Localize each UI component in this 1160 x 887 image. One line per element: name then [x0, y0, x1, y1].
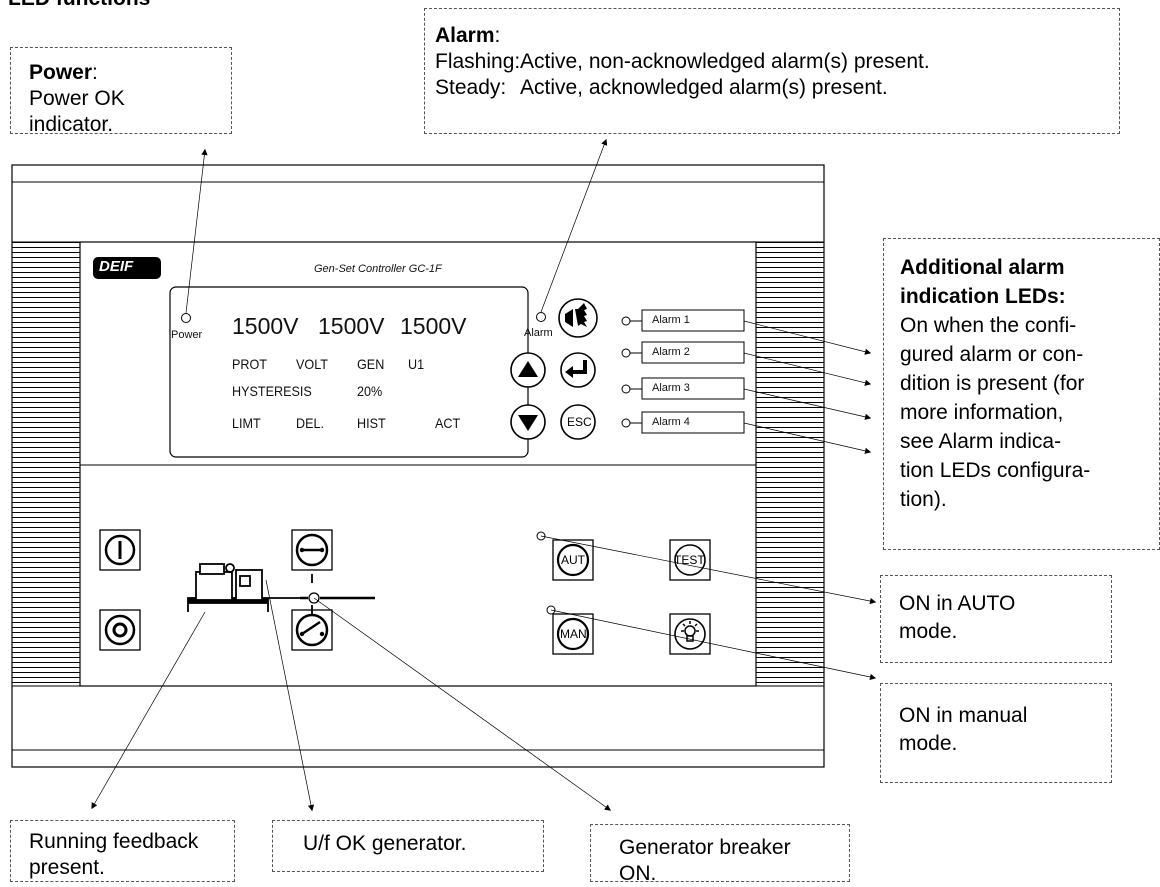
breaker-line-2: ON. [619, 862, 657, 885]
additional-line-3: dition is present (for [900, 372, 1085, 395]
brand-logo [93, 257, 161, 279]
power-callout-title: Power [29, 61, 93, 84]
brand-logo-text: DEIF [99, 258, 134, 275]
esc-button [560, 404, 596, 440]
additional-title-2: indication LEDs: [900, 285, 1066, 308]
model-label: Gen-Set Controller GC-1F [314, 263, 442, 275]
display-line2-b: VOLT [296, 356, 328, 372]
alarm-label-3: Alarm 3 [652, 382, 690, 394]
display-line1-c: 1500V [400, 313, 467, 339]
alarm-led [536, 312, 546, 322]
power-led [181, 313, 191, 323]
display-line1-a: 1500V [232, 313, 299, 339]
display-line2-d: U1 [408, 356, 425, 372]
display-line2-a: PROT [232, 356, 268, 372]
auto-line-1: ON in AUTO [899, 592, 1016, 615]
display-line2-c: GEN [357, 356, 385, 372]
leader-lines [91, 138, 877, 812]
down-arrow-icon [518, 415, 538, 431]
section-title: LED functions [8, 0, 150, 11]
additional-leds-callout: Additional alarm indication LEDs: On whe… [883, 238, 1160, 550]
auto-callout: ON in AUTO mode. [880, 575, 1112, 663]
additional-line-5: see Alarm indica- [900, 430, 1062, 453]
additional-line-4: more information, [900, 401, 1064, 424]
manual-button-label: MAN [560, 627, 587, 641]
uf-line-1: U/f OK generator. [303, 832, 467, 855]
alarm-led-label: Alarm [524, 327, 553, 339]
left-grille [11, 241, 81, 687]
alarm-row2-key: Steady: [435, 76, 507, 99]
running-line-1: Running feedback [29, 830, 199, 853]
manual-line-2: mode. [899, 732, 958, 755]
lamp-icon [681, 621, 699, 642]
display-line4-d: ACT [435, 415, 461, 431]
alarm-row1-value: Active, non-acknowledged alarm(s) presen… [520, 50, 930, 73]
esc-button-label: ESC [567, 415, 592, 429]
running-line-2: present. [29, 856, 105, 879]
display-line3-a: HYSTERESIS [232, 383, 312, 399]
display-line4-a: LIMT [232, 415, 261, 431]
right-grille [755, 241, 825, 687]
alarm-callout-title: Alarm [435, 24, 495, 47]
display-line1-b: 1500V [318, 313, 385, 339]
manual-callout: ON in manual mode. [880, 683, 1112, 783]
power-callout-text: Power OK indicator. [29, 87, 125, 136]
breaker-callout: Generator breaker ON. [590, 824, 850, 885]
auto-button-label: AUT [561, 553, 585, 567]
power-led-label: Power [171, 329, 203, 341]
alarm-row2-value: Active, acknowledged alarm(s) present. [520, 76, 888, 99]
display-line3-b: 20% [357, 383, 383, 399]
display-screen [218, 302, 470, 444]
additional-line-6: tion LEDs configura- [900, 459, 1091, 482]
power-callout: Power: Power OK indicator. [10, 47, 232, 136]
enter-icon [565, 360, 587, 378]
auto-line-2: mode. [899, 620, 958, 643]
test-button-label: TEST [674, 553, 705, 567]
alarm-label-2: Alarm 2 [652, 346, 690, 358]
breaker-line-1: Generator breaker [619, 836, 791, 859]
alarm-callout: Alarm: Flashing:Active, non-acknowledged… [424, 8, 1120, 134]
additional-line-7: tion). [900, 488, 947, 511]
uf-callout: U/f OK generator. [272, 820, 544, 872]
alarm-slots [621, 309, 745, 434]
additional-line-2: gured alarm or con- [900, 343, 1084, 366]
alarm-label-1: Alarm 1 [652, 314, 690, 326]
manual-line-1: ON in manual [899, 704, 1028, 727]
alarm-row1-key: Flashing: [435, 50, 521, 73]
up-arrow-icon [518, 361, 538, 377]
horn-icon [565, 303, 587, 327]
display-line4-c: HIST [357, 415, 386, 431]
display-line4-b: DEL. [296, 415, 325, 431]
additional-line-1: On when the confi- [900, 314, 1077, 337]
running-callout: Running feedback present. [10, 820, 235, 882]
additional-title-1: Additional alarm [900, 256, 1065, 279]
alarm-label-4: Alarm 4 [652, 416, 690, 428]
genset-symbol [187, 563, 300, 612]
